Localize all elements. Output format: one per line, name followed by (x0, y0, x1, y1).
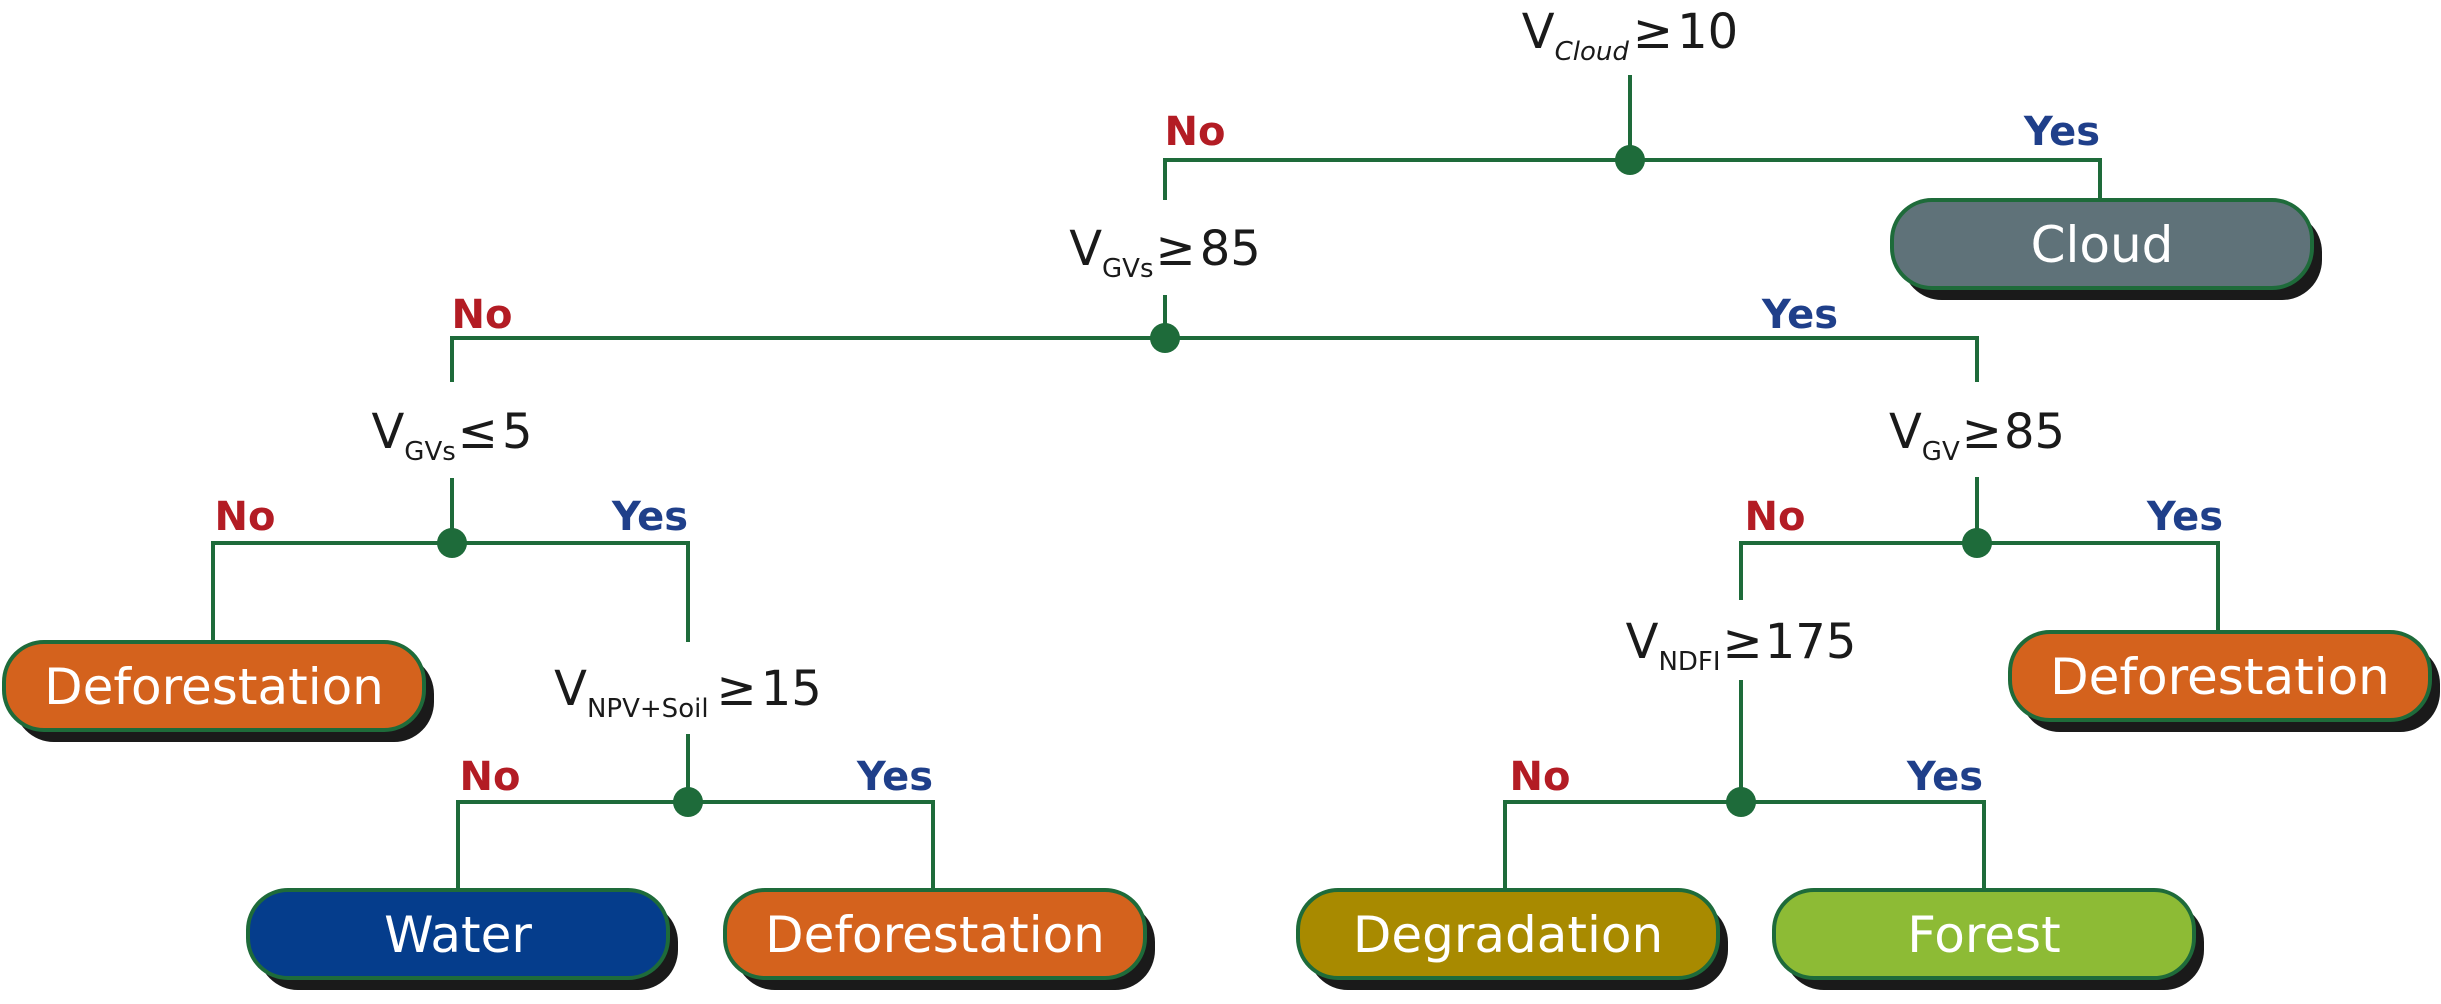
junction-dot (1150, 323, 1180, 353)
branch-label-yes: Yes (856, 754, 933, 800)
tree-junctions (437, 145, 1992, 817)
leaf-label: Degradation (1353, 906, 1663, 964)
junction-dot (437, 528, 467, 558)
leaf-label: Deforestation (765, 906, 1105, 964)
condition-gv-ge-85: VGV≥85 (1889, 404, 2065, 467)
leaf-label: Forest (1907, 906, 2060, 964)
leaf-label: Deforestation (44, 658, 384, 716)
condition-gvs-ge-85: VGVs≥85 (1069, 221, 1261, 284)
leaf-deforestation: Deforestation (2008, 630, 2440, 732)
leaf-label: Cloud (2031, 216, 2174, 274)
branch-label-no: No (452, 292, 513, 338)
branch-label-no: No (1510, 754, 1571, 800)
junction-dot (673, 787, 703, 817)
branch-label-yes: Yes (611, 494, 688, 540)
leaf-water: Water (246, 888, 678, 990)
condition-ndfi-ge-175: VNDFI≥175 (1626, 614, 1857, 677)
leaf-degradation: Degradation (1296, 888, 1728, 990)
junction-dot (1615, 145, 1645, 175)
junction-dot (1726, 787, 1756, 817)
leaf-label: Deforestation (2050, 648, 2390, 706)
leaf-deforestation: Deforestation (2, 640, 434, 742)
leaf-deforestation: Deforestation (723, 888, 1155, 990)
condition-npv-soil-ge-15: VNPV+Soil≥15 (554, 661, 822, 724)
branch-label-no: No (460, 754, 521, 800)
branch-label-no: No (215, 494, 276, 540)
branch-label-yes: Yes (1761, 292, 1838, 338)
leaf-cloud: Cloud (1890, 198, 2322, 300)
branch-label-no: No (1745, 494, 1806, 540)
branch-label-no: No (1165, 109, 1226, 155)
condition-gvs-le-5: VGVs≤5 (371, 404, 532, 467)
branch-label-yes: Yes (2023, 109, 2100, 155)
edge-npvsoil-split (456, 800, 935, 890)
branch-label-yes: Yes (2146, 494, 2223, 540)
leaf-label: Water (384, 906, 532, 964)
edge-gvs85-split (450, 336, 1979, 382)
leaf-forest: Forest (1772, 888, 2204, 990)
condition-root: VCloud≥10 (1522, 4, 1738, 67)
junction-dot (1962, 528, 1992, 558)
branch-label-yes: Yes (1906, 754, 1983, 800)
